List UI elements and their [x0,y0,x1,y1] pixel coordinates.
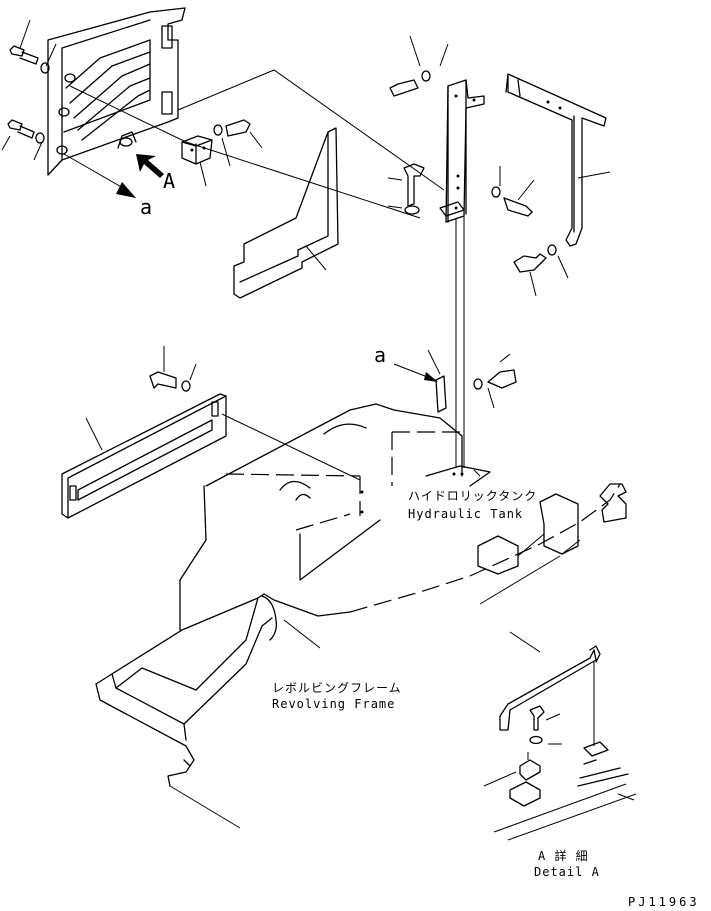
detail-A-label: A 詳 細 Detail A [534,848,600,879]
upright-bracket [439,79,485,223]
hydraulic-tank-label-jp: ハイドロリックタンク [408,489,537,503]
bolt-washer-set-upper-left [1,19,57,161]
hydraulic-tank-label-en: Hydraulic Tank [408,507,523,521]
frame-bracket [505,73,611,247]
drawing-code: PJ11963 [628,895,700,909]
revolving-frame-label: レボルビングフレーム Revolving Frame [272,681,402,711]
leader-bracket-to-tank [455,216,465,468]
bolt-washer-set-lower-left [149,346,197,392]
hydraulic-tank-label: ハイドロリックタンク Hydraulic Tank [408,489,537,521]
hydraulic-tank [179,403,491,631]
lower-side-cover [61,393,361,519]
detail-A-label-jp: A 詳 細 [538,848,589,863]
small-bracket-a: a [374,343,517,413]
detail-A-label-en: Detail A [534,865,600,879]
leader-cover-to-bracket [177,69,445,191]
leader-panel-to-tank [69,85,421,219]
revolving-frame-label-jp: レボルビングフレーム [272,681,402,695]
bolt-washer-set-upper-right [387,35,569,297]
clip-bracket [181,119,263,187]
view-mark-A: A [163,169,175,193]
insulation-pad [233,127,339,299]
ref-mark-a-left: a [140,195,152,219]
side-cover-panel [47,7,186,176]
detail-A-view [483,631,637,841]
revolving-frame-label-en: Revolving Frame [272,697,395,711]
view-arrow-A: A a [63,153,175,219]
ref-mark-a-right: a [374,343,386,367]
revolving-frame [95,483,627,829]
